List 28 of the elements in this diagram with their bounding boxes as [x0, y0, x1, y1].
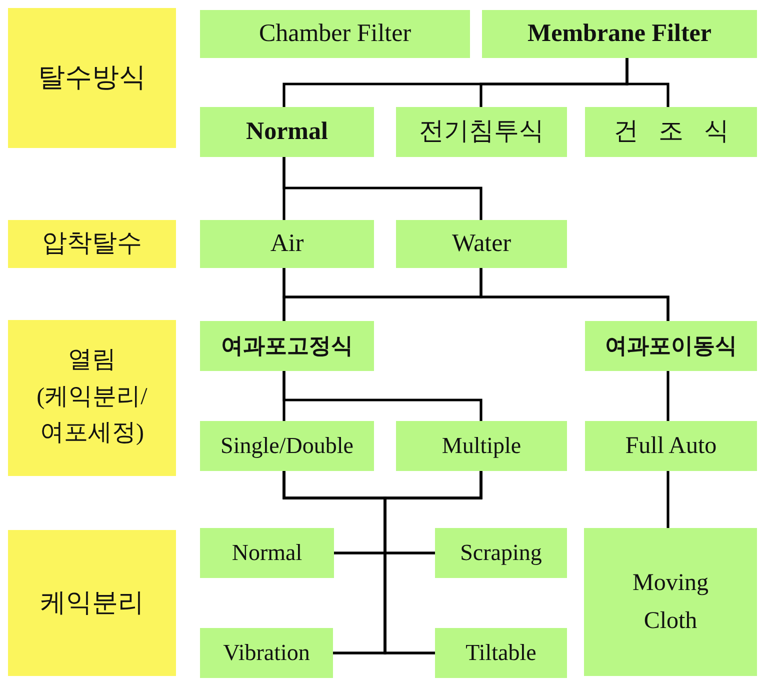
- option-box: Vibration: [200, 628, 333, 678]
- option-box: 여과포고정식: [200, 321, 374, 371]
- category-box: 열림 (케익분리/ 여포세정): [8, 320, 176, 476]
- option-box: Air: [200, 220, 374, 268]
- option-box: Tiltable: [435, 628, 567, 678]
- connector-line: [626, 58, 670, 107]
- connector-line: [282, 371, 482, 421]
- category-box: 압착탈수: [8, 220, 176, 268]
- option-box: Full Auto: [585, 421, 757, 471]
- option-box: Chamber Filter: [200, 10, 470, 58]
- connector-line: [666, 471, 670, 528]
- option-box: Normal: [200, 107, 374, 157]
- option-box: Normal: [200, 528, 334, 578]
- option-box: 건 조 식: [585, 107, 757, 157]
- option-box: Scraping: [435, 528, 567, 578]
- connector-line: [666, 371, 670, 421]
- option-box: Multiple: [396, 421, 567, 471]
- option-box: 전기침투식: [396, 107, 567, 157]
- category-box: 케익분리: [8, 530, 176, 676]
- option-box: Membrane Filter: [482, 10, 757, 58]
- connector-line: [480, 268, 670, 321]
- option-box: 여과포이동식: [585, 321, 757, 371]
- connector-line: [384, 471, 482, 654]
- option-box: Single/Double: [200, 421, 374, 471]
- category-box: 탈수방식: [8, 8, 176, 148]
- option-box: Water: [396, 220, 567, 268]
- connector-line: [282, 157, 482, 220]
- option-box: Moving Cloth: [584, 528, 757, 676]
